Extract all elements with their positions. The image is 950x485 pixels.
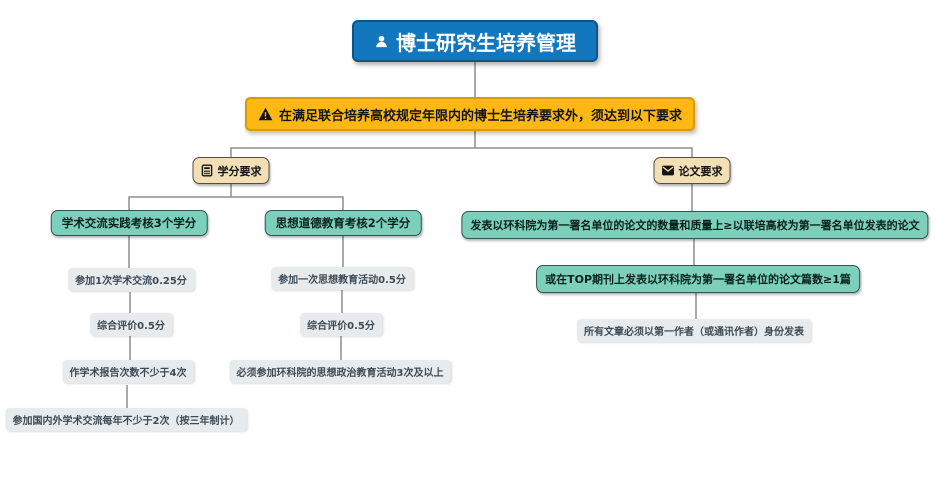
node-ideology-step-1-label: 参加一次思想教育活动0.5分 bbox=[278, 275, 406, 286]
node-ideological-education-credit-label: 思想道德教育考核2个学分 bbox=[275, 216, 411, 230]
person-icon bbox=[374, 34, 389, 49]
node-root-label: 博士研究生培养管理 bbox=[396, 30, 576, 55]
node-exchange-step-3-label: 作学术报告次数不少于4次 bbox=[69, 368, 187, 379]
node-notice-label: 在满足联合培养高校规定年限内的博士生培养要求外，须达到以下要求 bbox=[278, 108, 683, 124]
node-paper-rule-top-journal-label: 或在TOP期刊上发表以环科院为第一署名单位的论文篇数≥1篇 bbox=[545, 273, 851, 286]
node-exchange-step-2-label: 综合评价0.5分 bbox=[97, 321, 165, 332]
node-academic-exchange-credit: 学术交流实践考核3个学分 bbox=[50, 210, 208, 236]
calculator-icon bbox=[201, 164, 214, 177]
warning-icon bbox=[258, 107, 273, 121]
node-exchange-step-4: 参加国内外学术交流每年不少于2次（按三年制计） bbox=[5, 408, 247, 431]
node-root: 博士研究生培养管理 bbox=[352, 20, 598, 62]
node-paper-requirements: 论文要求 bbox=[653, 157, 731, 184]
mail-icon bbox=[662, 165, 675, 176]
node-ideology-step-1: 参加一次思想教育活动0.5分 bbox=[271, 267, 413, 290]
connector-right-chain bbox=[691, 184, 697, 319]
node-paper-rule-quantity-label: 发表以环科院为第一署名单位的论文的数量和质量上≥以联培高校为第一署名单位发表的论… bbox=[470, 219, 920, 232]
node-ideological-education-credit: 思想道德教育考核2个学分 bbox=[264, 210, 422, 236]
node-ideology-step-2: 综合评价0.5分 bbox=[300, 313, 382, 336]
node-credit-requirements-label: 学分要求 bbox=[217, 164, 262, 178]
connector-credit-split bbox=[128, 184, 344, 210]
node-paper-rule-quantity: 发表以环科院为第一署名单位的论文的数量和质量上≥以联培高校为第一署名单位发表的论… bbox=[461, 211, 929, 239]
node-ideology-step-3-label: 必须参加环科院的思想政治教育活动3次及以上 bbox=[236, 368, 444, 379]
node-paper-requirements-label: 论文要求 bbox=[678, 164, 723, 178]
node-exchange-step-2: 综合评价0.5分 bbox=[90, 313, 172, 336]
connector-middle-chain bbox=[340, 236, 344, 360]
connector-notice-branches bbox=[230, 131, 693, 157]
node-ideology-step-3: 必须参加环科院的思想政治教育活动3次及以上 bbox=[229, 360, 451, 383]
node-exchange-step-1-label: 参加1次学术交流0.25分 bbox=[75, 276, 187, 287]
node-academic-exchange-credit-label: 学术交流实践考核3个学分 bbox=[61, 216, 197, 230]
connector-left-chain bbox=[126, 236, 131, 408]
node-exchange-step-3: 作学术报告次数不少于4次 bbox=[62, 360, 194, 383]
node-paper-authorship-note: 所有文章必须以第一作者（或通讯作者）身份发表 bbox=[577, 319, 811, 342]
node-paper-rule-top-journal: 或在TOP期刊上发表以环科院为第一署名单位的论文篇数≥1篇 bbox=[536, 265, 860, 293]
node-notice: 在满足联合培养高校规定年限内的博士生培养要求外，须达到以下要求 bbox=[244, 97, 696, 131]
node-exchange-step-4-label: 参加国内外学术交流每年不少于2次（按三年制计） bbox=[12, 416, 240, 427]
node-ideology-step-2-label: 综合评价0.5分 bbox=[307, 321, 375, 332]
node-paper-authorship-note-label: 所有文章必须以第一作者（或通讯作者）身份发表 bbox=[584, 327, 804, 338]
node-exchange-step-1: 参加1次学术交流0.25分 bbox=[68, 268, 194, 291]
node-credit-requirements: 学分要求 bbox=[192, 157, 270, 184]
